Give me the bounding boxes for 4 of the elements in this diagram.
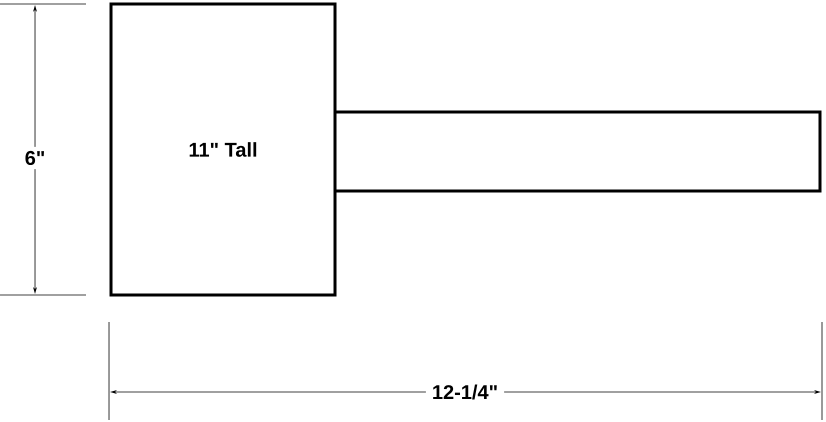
dimension-label: 12-1/4": [426, 380, 504, 404]
handle: [334, 110, 822, 192]
block-face: 11" Tall: [110, 2, 336, 296]
dimension-label: 6": [18, 146, 52, 170]
